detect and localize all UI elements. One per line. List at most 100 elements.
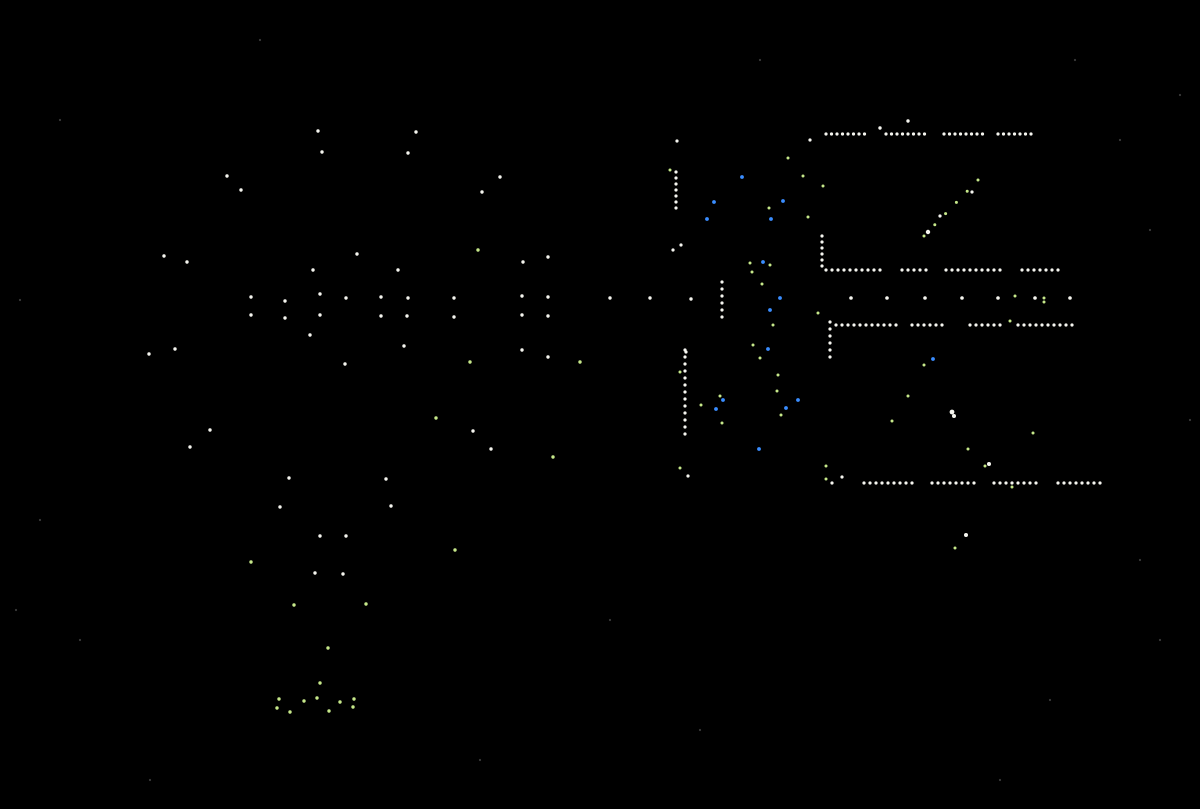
green-light: [678, 466, 682, 470]
street-light: [520, 348, 524, 352]
green-light: [699, 403, 703, 407]
green-light: [578, 360, 582, 364]
street-light: [980, 132, 985, 136]
green-light: [288, 710, 292, 714]
street-light: [1022, 481, 1026, 485]
green-light: [1008, 319, 1012, 323]
street-light: [851, 132, 856, 136]
faint-light: [58, 118, 62, 122]
street-light: [962, 268, 966, 272]
street-light: [828, 348, 832, 352]
street-light: [1034, 481, 1038, 485]
street-light: [868, 481, 872, 485]
faint-light: [1073, 58, 1077, 62]
street-light: [980, 323, 984, 327]
street-light: [1064, 323, 1068, 327]
street-light: [283, 316, 287, 320]
street-light: [830, 481, 834, 485]
street-light: [864, 323, 868, 327]
blue-light: [768, 308, 772, 312]
street-light: [720, 294, 724, 298]
faint-light: [1158, 638, 1162, 642]
street-light: [840, 475, 844, 479]
street-light: [996, 296, 1000, 300]
street-light: [720, 287, 724, 291]
green-light: [351, 705, 355, 709]
street-light: [860, 268, 864, 272]
street-light: [684, 350, 688, 354]
street-light: [942, 481, 946, 485]
street-light: [674, 194, 678, 198]
faint-light: [14, 608, 18, 612]
green-light: [824, 464, 828, 468]
street-light: [894, 323, 898, 327]
green-light: [275, 706, 279, 710]
street-light: [683, 411, 687, 415]
green-light: [1042, 296, 1046, 300]
street-light: [1052, 323, 1056, 327]
street-light: [173, 347, 177, 351]
street-light: [1038, 268, 1042, 272]
street-light: [966, 481, 970, 485]
street-light: [829, 132, 834, 136]
street-light: [969, 132, 974, 136]
street-light: [866, 268, 870, 272]
green-light: [277, 697, 281, 701]
street-light: [686, 474, 690, 478]
street-light: [840, 132, 845, 136]
faint-light: [1118, 138, 1122, 142]
faint-light: [998, 778, 1002, 782]
green-light: [776, 373, 780, 377]
bright-light: [925, 229, 931, 235]
street-light: [1046, 323, 1050, 327]
green-light: [751, 343, 755, 347]
street-light: [683, 397, 687, 401]
street-light: [828, 341, 832, 345]
street-light: [968, 268, 972, 272]
bright-light: [949, 409, 955, 415]
street-light: [471, 429, 475, 433]
street-light: [928, 323, 932, 327]
blue-light: [766, 347, 770, 351]
faint-light: [18, 298, 22, 302]
street-light: [185, 260, 189, 264]
street-light: [974, 268, 978, 272]
street-light: [940, 323, 944, 327]
faint-light: [258, 38, 262, 42]
street-light: [910, 323, 914, 327]
street-light: [283, 299, 287, 303]
street-light: [1070, 323, 1074, 327]
street-light: [405, 314, 409, 318]
street-light: [900, 132, 905, 136]
street-light: [918, 268, 922, 272]
green-light: [338, 700, 342, 704]
street-light: [820, 240, 824, 244]
green-light: [352, 697, 356, 701]
blue-light: [761, 260, 765, 264]
street-light: [498, 175, 502, 179]
faint-light: [1148, 228, 1152, 232]
green-light: [750, 270, 754, 274]
green-light: [1010, 485, 1014, 489]
street-light: [674, 206, 678, 210]
street-light: [906, 119, 910, 123]
street-light: [948, 481, 952, 485]
street-light: [1092, 481, 1096, 485]
street-light: [862, 132, 867, 136]
street-light: [389, 504, 393, 508]
blue-light: [931, 357, 935, 361]
street-light: [546, 295, 550, 299]
street-light: [1001, 132, 1006, 136]
green-light: [906, 394, 910, 398]
blue-light: [796, 398, 800, 402]
street-light: [934, 323, 938, 327]
street-light: [820, 246, 824, 250]
street-light: [308, 333, 312, 337]
street-light: [992, 268, 996, 272]
street-light: [820, 264, 824, 268]
street-light: [720, 280, 724, 284]
street-light: [249, 295, 253, 299]
street-light: [872, 268, 876, 272]
street-light: [980, 268, 984, 272]
